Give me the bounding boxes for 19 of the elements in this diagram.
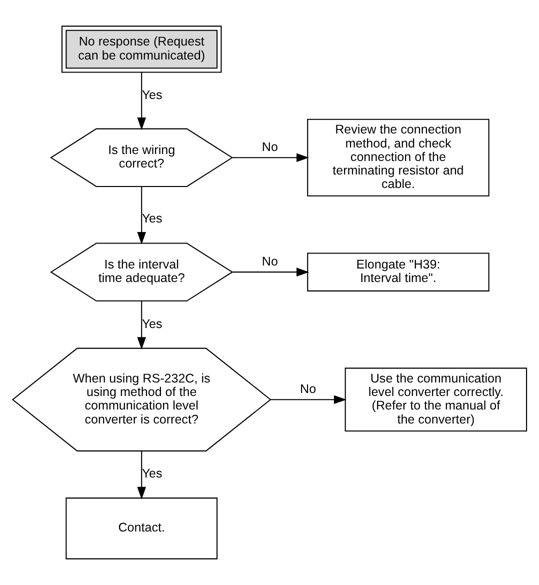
edge-label: Yes (142, 88, 162, 102)
edge-label: Yes (142, 466, 162, 481)
arrow (137, 72, 146, 130)
edge-label: No (262, 254, 278, 268)
arrow (232, 268, 310, 276)
arrow (137, 186, 146, 245)
arrow (137, 451, 146, 500)
node-box: Review the connection method, and check connection of the terminating resistor and cable. (307, 118, 490, 196)
node-box: Elongate "H39: Interval time". (307, 252, 490, 292)
arrow (137, 300, 146, 350)
edge-label: Yes (142, 212, 162, 226)
node-box: Use the communication level converter correctly. (Refer to the manual of the converter) (344, 368, 528, 432)
node-box: No response (Request can be communicated) (61, 26, 222, 73)
edge-label: No (300, 382, 316, 396)
edge-label: No (262, 140, 278, 154)
arrow (232, 153, 310, 162)
edge-label: Yes (142, 316, 162, 331)
node-box: Contact. (66, 498, 218, 560)
arrow (270, 395, 347, 404)
